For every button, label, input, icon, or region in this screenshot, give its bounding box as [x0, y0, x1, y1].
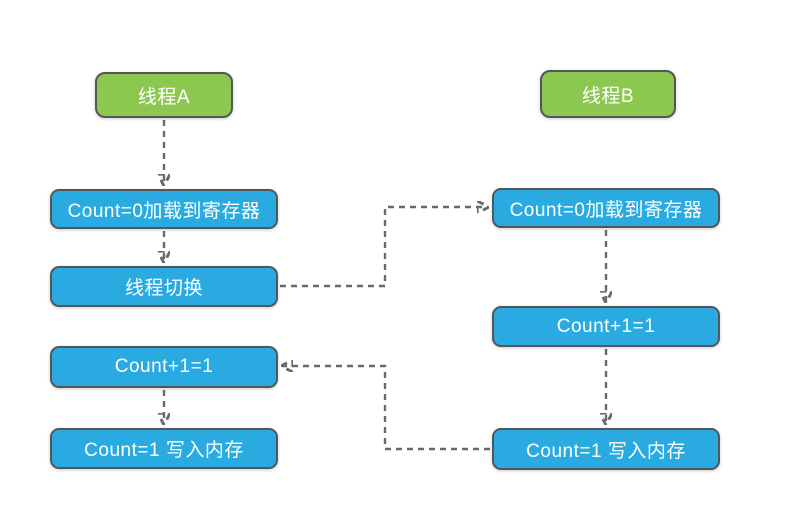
node-thread-a-load-register: Count=0加载到寄存器 — [50, 189, 278, 229]
node-thread-a-write-memory: Count=1 写入内存 — [50, 428, 278, 469]
connector-a-switch-to-b-load — [280, 207, 488, 288]
node-thread-b-load-register: Count=0加载到寄存器 — [492, 188, 720, 228]
connector-b-write-to-a-inc — [282, 366, 490, 451]
node-thread-b-write-memory: Count=1 写入内存 — [492, 428, 720, 470]
node-thread-a: 线程A — [95, 72, 233, 118]
node-thread-b-increment: Count+1=1 — [492, 306, 720, 347]
node-thread-a-increment: Count+1=1 — [50, 346, 278, 388]
node-thread-b: 线程B — [540, 70, 676, 118]
node-thread-switch: 线程切换 — [50, 266, 278, 307]
